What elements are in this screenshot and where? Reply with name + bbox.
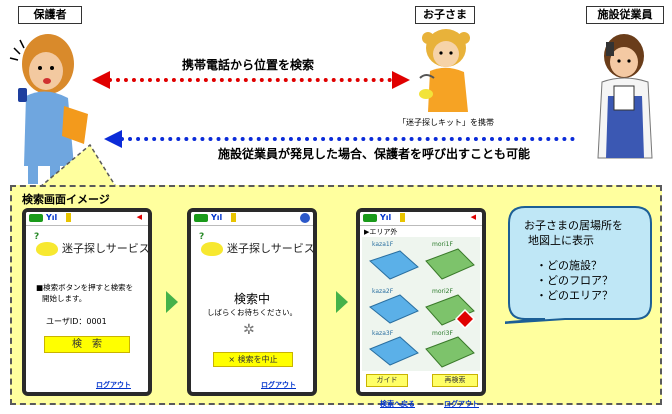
bubble-line-1: お子さまの居場所を bbox=[524, 219, 623, 232]
signal-icon bbox=[194, 214, 208, 222]
search-arrow-right-head bbox=[392, 71, 410, 89]
search-status: 検索中 bbox=[233, 292, 270, 306]
back-to-search-link[interactable]: 検索へ戻る bbox=[380, 400, 415, 408]
map-label-kaza3f: kaza3F bbox=[372, 330, 394, 337]
battery-icon bbox=[400, 213, 405, 222]
speech-bubble bbox=[505, 206, 652, 325]
kit-caption: 「迷子探しキット」を携帯 bbox=[398, 118, 494, 127]
bubble-item-1: ・どの施設？ bbox=[536, 259, 602, 272]
stop-search-button[interactable]: × 検索を中止 bbox=[213, 352, 293, 367]
search-arrow-text: 携帯電話から位置を検索 bbox=[182, 58, 315, 72]
battery-icon bbox=[66, 213, 71, 222]
staff-label: 施設従業員 bbox=[586, 6, 664, 24]
antenna-icon: Yıl bbox=[46, 213, 58, 222]
guide-button[interactable]: ガイド bbox=[366, 374, 408, 387]
staff-arrow-line bbox=[120, 137, 575, 141]
map-label-kaza2f: kaza2F bbox=[372, 288, 394, 295]
callout-wedge bbox=[37, 143, 118, 188]
antenna-icon: Yıl bbox=[380, 213, 392, 222]
phone-screen-3: Yıl ◀ ▶エリア外 kaza1F mori1F kaza2F mori2F … bbox=[356, 208, 486, 396]
step-arrow-1 bbox=[166, 291, 178, 313]
phone-screen-1: Yıl ◀ ? 迷子探しサービス ■検索ボタンを押すと検索を 開始します。 ユー… bbox=[22, 208, 152, 396]
status-bar: Yıl ◀ bbox=[360, 212, 482, 226]
logout-link-1[interactable]: ログアウト bbox=[96, 381, 131, 389]
area-header-text: エリア外 bbox=[369, 228, 398, 236]
child-figure bbox=[419, 29, 470, 112]
globe-icon bbox=[300, 213, 310, 223]
duck-icon bbox=[201, 242, 223, 256]
panel-title: 検索画面イメージ bbox=[22, 193, 110, 206]
research-button[interactable]: 再検索 bbox=[432, 374, 478, 387]
child-label: お子さま bbox=[415, 6, 475, 24]
search-arrow-left-head bbox=[92, 71, 110, 89]
signal-icon bbox=[29, 214, 43, 222]
logout-link-2[interactable]: ログアウト bbox=[261, 381, 296, 389]
phone-screen-2: Yıl ? 迷子探しサービス 検索中 しばらくお待ちください。 ✲ × 検索を中… bbox=[187, 208, 317, 396]
area-header: ▶エリア外 bbox=[364, 228, 398, 236]
question-icon: ? bbox=[199, 232, 205, 242]
loading-spinner-icon: ✲ bbox=[243, 322, 255, 338]
floor-map[interactable] bbox=[362, 237, 480, 371]
service-header: ? 迷子探しサービス bbox=[32, 232, 148, 264]
bubble-line-2: 地図上に表示 bbox=[528, 234, 594, 247]
back-icon: ◀ bbox=[136, 213, 142, 221]
guardian-figure bbox=[9, 34, 88, 184]
status-bar: Yıl bbox=[191, 212, 313, 226]
guardian-label: 保護者 bbox=[18, 6, 82, 24]
staff-figure bbox=[597, 34, 653, 159]
question-icon: ? bbox=[34, 232, 40, 242]
status-bar: Yıl ◀ bbox=[26, 212, 148, 226]
wait-text: しばらくお待ちください。 bbox=[207, 308, 297, 317]
service-name: 迷子探しサービス bbox=[227, 242, 315, 255]
map-label-mori1f: mori1F bbox=[432, 241, 453, 248]
map-label-kaza1f: kaza1F bbox=[372, 241, 394, 248]
location-marker-icon bbox=[455, 309, 475, 329]
bubble-item-2: ・どのフロア？ bbox=[536, 274, 613, 287]
step-arrow-2 bbox=[336, 291, 348, 313]
service-name: 迷子探しサービス bbox=[62, 242, 150, 255]
back-icon: ◀ bbox=[470, 213, 476, 221]
bubble-text: お子さまの居場所を 地図上に表示 ・どの施設？ ・どのフロア？ ・どのエリア？ bbox=[524, 218, 648, 303]
instruction-line-1: ■検索ボタンを押すと検索を bbox=[36, 283, 134, 292]
logout-link-3[interactable]: ログアウト bbox=[444, 400, 479, 408]
instruction-line-2: 開始します。 bbox=[42, 294, 87, 303]
bubble-item-3: ・どのエリア？ bbox=[536, 289, 613, 302]
map-label-mori3f: mori3F bbox=[432, 330, 453, 337]
search-arrow-line bbox=[108, 78, 392, 82]
instruction-text: ■検索ボタンを押すと検索を 開始します。 bbox=[36, 282, 133, 304]
user-id: ユーザID：0001 bbox=[46, 317, 107, 326]
duck-icon bbox=[36, 242, 58, 256]
staff-arrow-text: 施設従業員が発見した場合、保護者を呼び出すことも可能 bbox=[218, 147, 531, 161]
search-button[interactable]: 検 索 bbox=[44, 336, 130, 353]
map-label-mori2f: mori2F bbox=[432, 288, 453, 295]
staff-arrow-head bbox=[104, 130, 122, 148]
signal-icon bbox=[363, 214, 377, 222]
service-header: ? 迷子探しサービス bbox=[197, 232, 313, 264]
antenna-icon: Yıl bbox=[211, 213, 223, 222]
battery-icon bbox=[231, 213, 236, 222]
